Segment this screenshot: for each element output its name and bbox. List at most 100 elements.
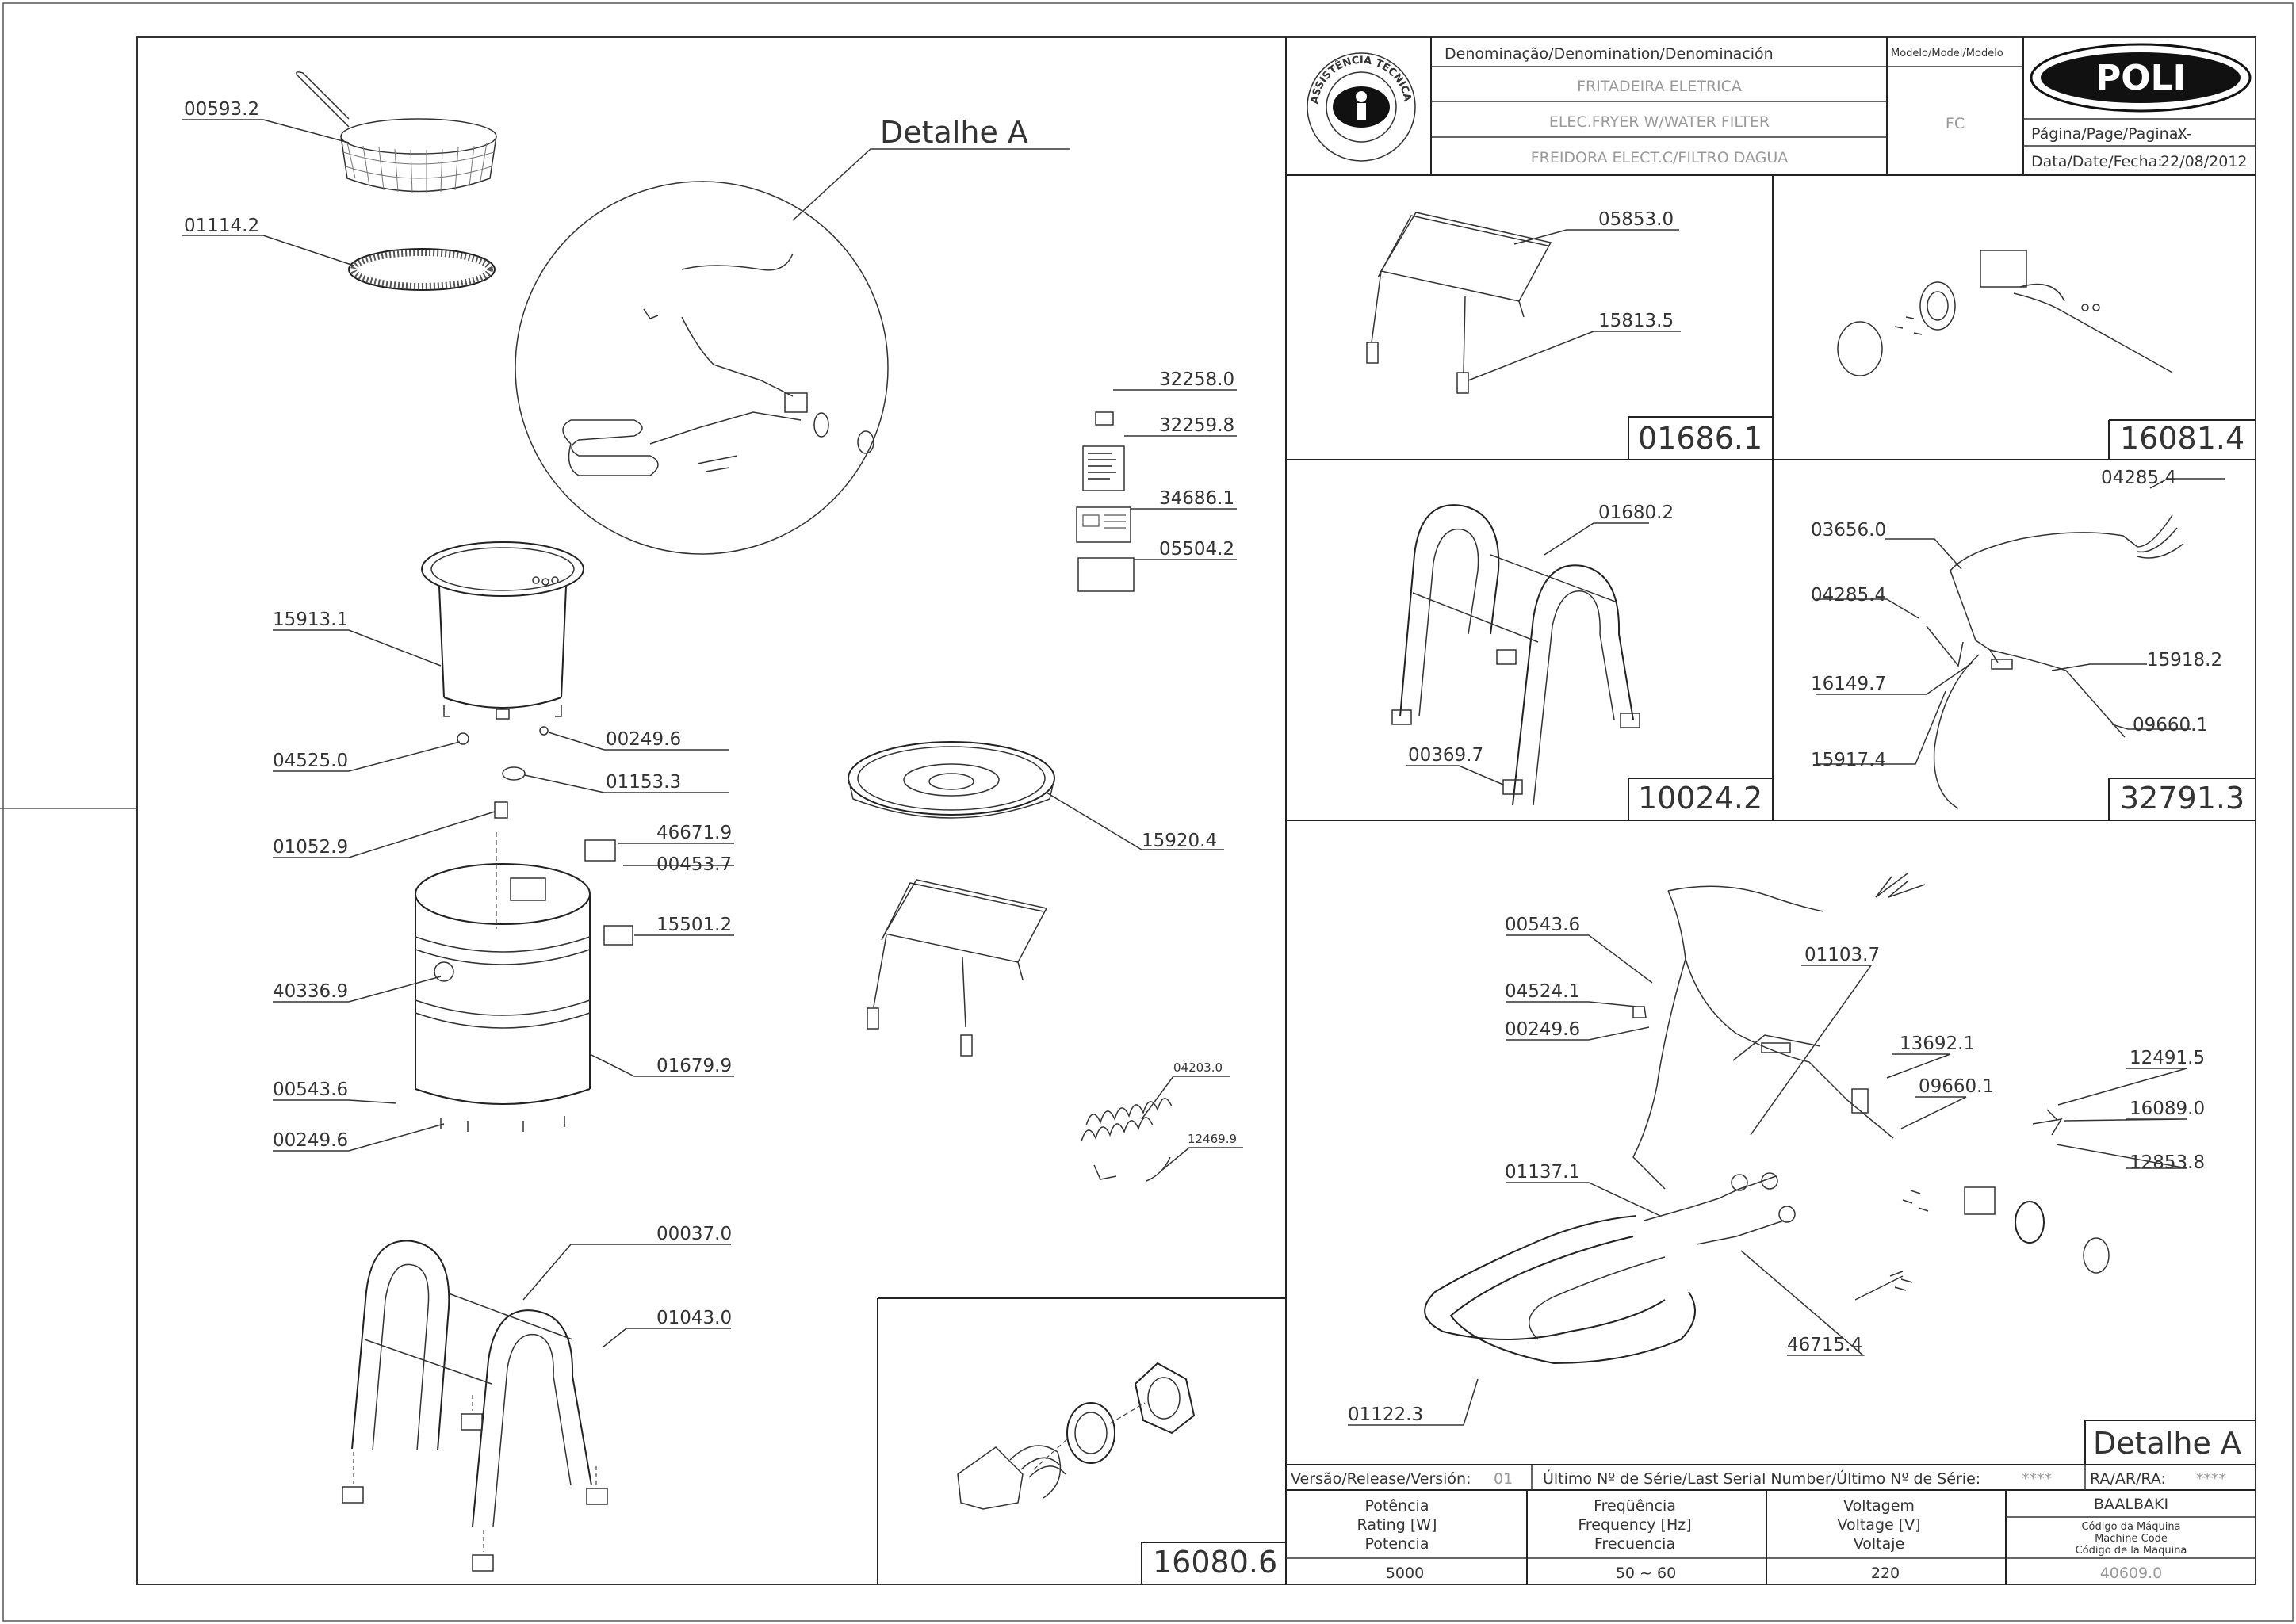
box-32791: 04285.4 03656.0 04285.4 15918.2 16149.7 …	[1811, 468, 2256, 820]
part-label-00593: 00593.2	[184, 99, 259, 120]
part-label-12469: 12469.9	[1188, 1132, 1237, 1146]
box-10024: 01680.2 00369.7 10024.2	[1391, 502, 1773, 820]
part-label-05504: 05504.2	[1159, 539, 1234, 560]
frequency-value: 50 ~ 60	[1616, 1565, 1676, 1582]
part-label-01679: 01679.9	[656, 1056, 732, 1076]
voltage-label-en: Voltage [V]	[1837, 1516, 1920, 1534]
voltage-value: 220	[1871, 1565, 1900, 1582]
machine-code-label-es: Código de la Maquina	[2076, 1545, 2187, 1557]
part-label-15917: 15917.4	[1811, 750, 1886, 770]
part-label-01153: 01153.3	[606, 772, 681, 793]
part-label-05853: 05853.0	[1598, 209, 1674, 230]
machine-code-label-en: Machine Code	[2095, 1533, 2168, 1545]
part-label-01680: 01680.2	[1598, 502, 1674, 523]
fry-basket	[296, 71, 497, 194]
part-label-00249-a: 00249.6	[606, 729, 681, 750]
oil-tank	[421, 541, 584, 720]
drawing-frame	[136, 36, 2256, 1585]
spring-clips	[1081, 1098, 1173, 1182]
poli-logo: POLI	[2030, 43, 2252, 113]
footer-table: Versão/Release/Versión: 01 Último Nº de …	[1286, 1464, 2256, 1584]
part-label-01137: 01137.1	[1505, 1162, 1580, 1183]
part-label-00249-detail: 00249.6	[1505, 1019, 1580, 1040]
box-detail-a: 00543.6 04524.1 00249.6 01103.7 13692.1 …	[1348, 873, 2256, 1465]
part-label-15913: 15913.1	[273, 609, 348, 630]
part-label-15501: 15501.2	[656, 915, 732, 935]
part-label-00369: 00369.7	[1408, 745, 1483, 766]
detail-a-callout: Detalhe A	[515, 115, 1070, 555]
frequency-label-pt: Freqüência	[1594, 1497, 1676, 1515]
part-label-00249-b: 00249.6	[273, 1130, 348, 1151]
title-block: ASSISTÊNCIA TÉCNICA AUTORIZADA Denominaç…	[0, 0, 2256, 175]
nut-00249	[539, 726, 549, 736]
part-label-01103: 01103.7	[1804, 945, 1880, 965]
machine-code-value: 40609.0	[2100, 1565, 2163, 1582]
cabinet-stand	[342, 1240, 608, 1572]
part-label-34686: 34686.1	[1159, 488, 1234, 509]
product-name-en: ELEC.FRYER W/WATER FILTER	[1549, 113, 1770, 131]
mesh-screen	[348, 248, 496, 291]
main-exploded-view: 00593.2 01114.2 Detalhe A	[182, 71, 1243, 1572]
frequency-label-en: Frequency [Hz]	[1578, 1516, 1691, 1534]
power-value: 5000	[1386, 1565, 1424, 1582]
gasket-01153	[502, 766, 526, 781]
page-label: Página/Page/Pagina:	[2031, 125, 2183, 143]
serial-label: Último Nº de Série/Last Serial Number/Úl…	[1543, 1469, 1980, 1488]
part-label-46715: 46715.4	[1787, 1335, 1862, 1355]
part-label-12491: 12491.5	[2130, 1048, 2205, 1068]
serial-value: ****	[2022, 1470, 2052, 1488]
page-value: -X-	[2172, 125, 2192, 143]
version-value: 01	[1494, 1470, 1513, 1488]
box-code-16081: 16081.4	[2120, 421, 2244, 456]
part-label-04285-b: 04285.4	[1811, 585, 1886, 606]
part-label-04524: 04524.1	[1505, 981, 1580, 1002]
sticker-label	[1076, 506, 1131, 543]
ra-value: ****	[2196, 1470, 2226, 1488]
part-label-01052: 01052.9	[273, 837, 348, 858]
box-code-32791: 32791.3	[2120, 781, 2244, 816]
part-label-00543: 00543.6	[273, 1079, 348, 1100]
box-16081: 16081.4	[1837, 250, 2256, 460]
drip-tray	[848, 741, 1055, 819]
part-label-32258: 32258.0	[1159, 369, 1234, 390]
product-name-pt: FRITADEIRA ELETRICA	[1577, 78, 1742, 95]
cabinet-body	[415, 832, 633, 1132]
part-label-16089: 16089.0	[2130, 1099, 2205, 1119]
part-label-00037: 00037.0	[656, 1224, 732, 1244]
box-16080: 16080.6	[957, 1362, 1286, 1584]
model-label: Modelo/Model/Modelo	[1891, 48, 2003, 59]
detail-a-box-title: Detalhe A	[2093, 1426, 2241, 1461]
sticker-blank	[1077, 557, 1135, 592]
part-label-01114: 01114.2	[184, 216, 259, 236]
part-label-46671: 46671.9	[656, 823, 732, 843]
box-01686: 05853.0 15813.5 01686.1	[1366, 209, 1773, 460]
part-label-40336: 40336.9	[273, 981, 348, 1002]
part-label-04525: 04525.0	[273, 751, 348, 771]
machine-code-label-pt: Código da Máquina	[2081, 1521, 2180, 1533]
date-label: Data/Date/Fecha:	[2031, 153, 2163, 170]
version-label: Versão/Release/Versión:	[1291, 1470, 1471, 1488]
voltage-label-es: Voltaje	[1854, 1535, 1905, 1553]
part-label-12853: 12853.8	[2130, 1152, 2205, 1173]
part-label-04203: 04203.0	[1173, 1060, 1223, 1075]
box-code-01686: 01686.1	[1638, 421, 1762, 456]
part-label-15920: 15920.4	[1142, 831, 1217, 851]
ra-label: RA/AR/RA:	[2090, 1470, 2166, 1488]
part-label-03656: 03656.0	[1811, 520, 1886, 541]
part-label-09660: 09660.1	[2133, 715, 2208, 736]
frequency-label-es: Frecuencia	[1594, 1535, 1675, 1553]
date-value: 22/08/2012	[2160, 153, 2248, 170]
power-label-pt: Potência	[1365, 1497, 1429, 1515]
part-label-00543-detail: 00543.6	[1505, 915, 1580, 935]
power-label-es: Potencia	[1365, 1535, 1429, 1553]
part-label-32259: 32259.8	[1159, 415, 1234, 436]
fitting-01052	[494, 801, 508, 819]
detail-a-title: Detalhe A	[880, 115, 1028, 150]
authorized-service-seal: ASSISTÊNCIA TÉCNICA AUTORIZADA	[0, 0, 1416, 162]
denomination-label: Denominação/Denomination/Denominación	[1445, 45, 1774, 63]
product-name-es: FREIDORA ELECT.C/FILTRO DAGUA	[1531, 149, 1789, 166]
sticker-warning	[1082, 445, 1125, 491]
part-label-00453: 00453.7	[656, 854, 732, 875]
